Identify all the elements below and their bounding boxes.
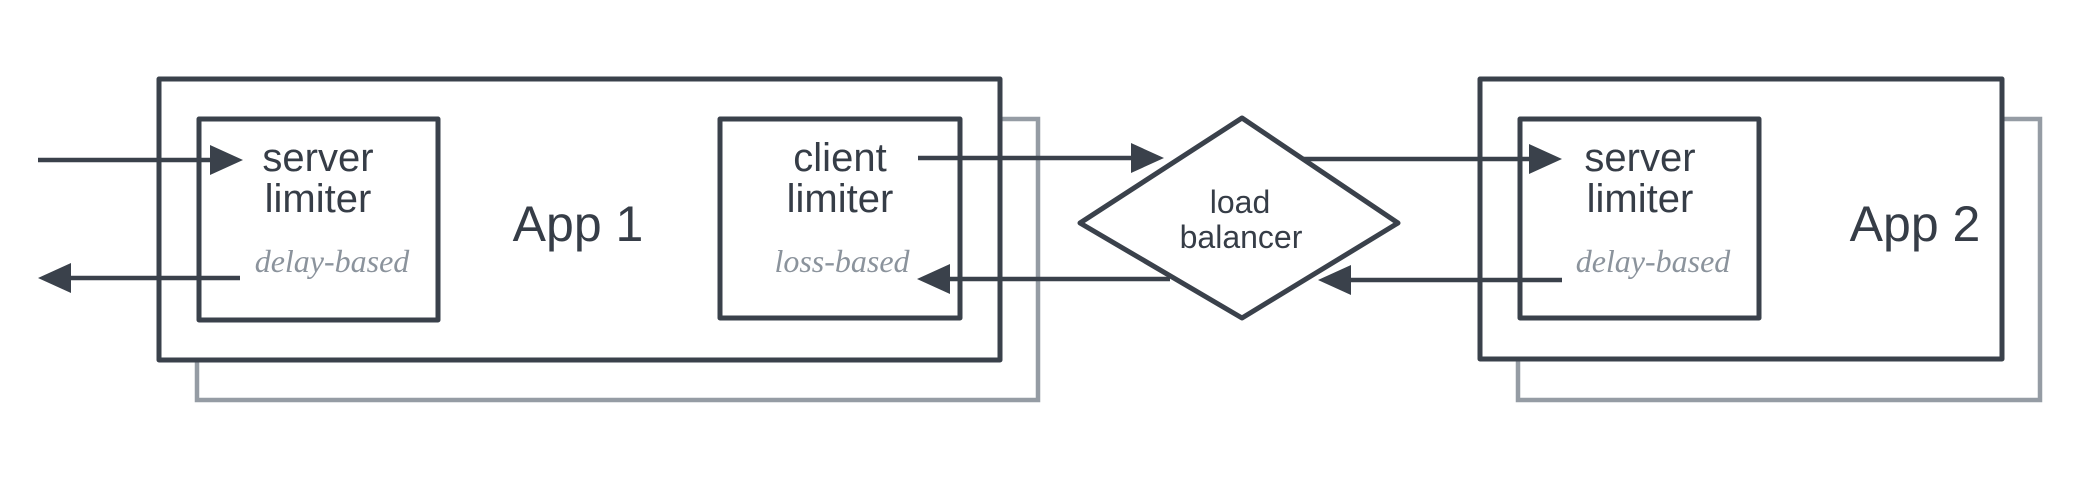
arrow-right-icon: [210, 145, 243, 175]
arrow-app2-to-load-balancer: [1318, 265, 1562, 295]
arrow-right-icon: [1131, 143, 1164, 173]
app1-server-limiter-box: [196, 116, 441, 323]
app2-server-limiter-box: [1517, 116, 1762, 321]
app1-client-limiter-label-line2: limiter: [787, 177, 894, 221]
load-balancer-diamond: [1077, 115, 1401, 321]
app1-client-limiter-box: [717, 116, 963, 321]
load-balancer-label-line2: balancer: [1180, 219, 1303, 255]
arrow-inbound-to-app1: [38, 145, 243, 175]
app2-server-limiter-label-line2: limiter: [1587, 177, 1694, 221]
app1-client-limiter-annotation: loss-based: [774, 243, 910, 279]
load-balancer-label-line1: load: [1210, 184, 1271, 220]
arrow-left-icon: [917, 264, 950, 294]
app2-server-limiter-annotation: delay-based: [1576, 243, 1732, 279]
arrow-left-icon: [38, 263, 71, 293]
arrow-app1-to-load-balancer: [918, 143, 1164, 173]
arrow-right-icon: [1529, 144, 1562, 174]
app2-server-limiter-label-line1: server: [1584, 136, 1695, 180]
app1-client-limiter-label-line1: client: [793, 136, 886, 180]
app1-label: App 1: [513, 196, 644, 252]
arrow-load-balancer-to-app2: [1303, 144, 1562, 174]
arrow-outbound-from-app1: [38, 263, 240, 293]
arrow-left-icon: [1318, 265, 1351, 295]
arrow-load-balancer-to-app1: [917, 264, 1170, 294]
app1-server-limiter-label-line1: server: [262, 136, 373, 180]
app1-server-limiter-label-line2: limiter: [265, 177, 372, 221]
app2-label: App 2: [1850, 196, 1981, 252]
app1-server-limiter-annotation: delay-based: [255, 243, 411, 279]
